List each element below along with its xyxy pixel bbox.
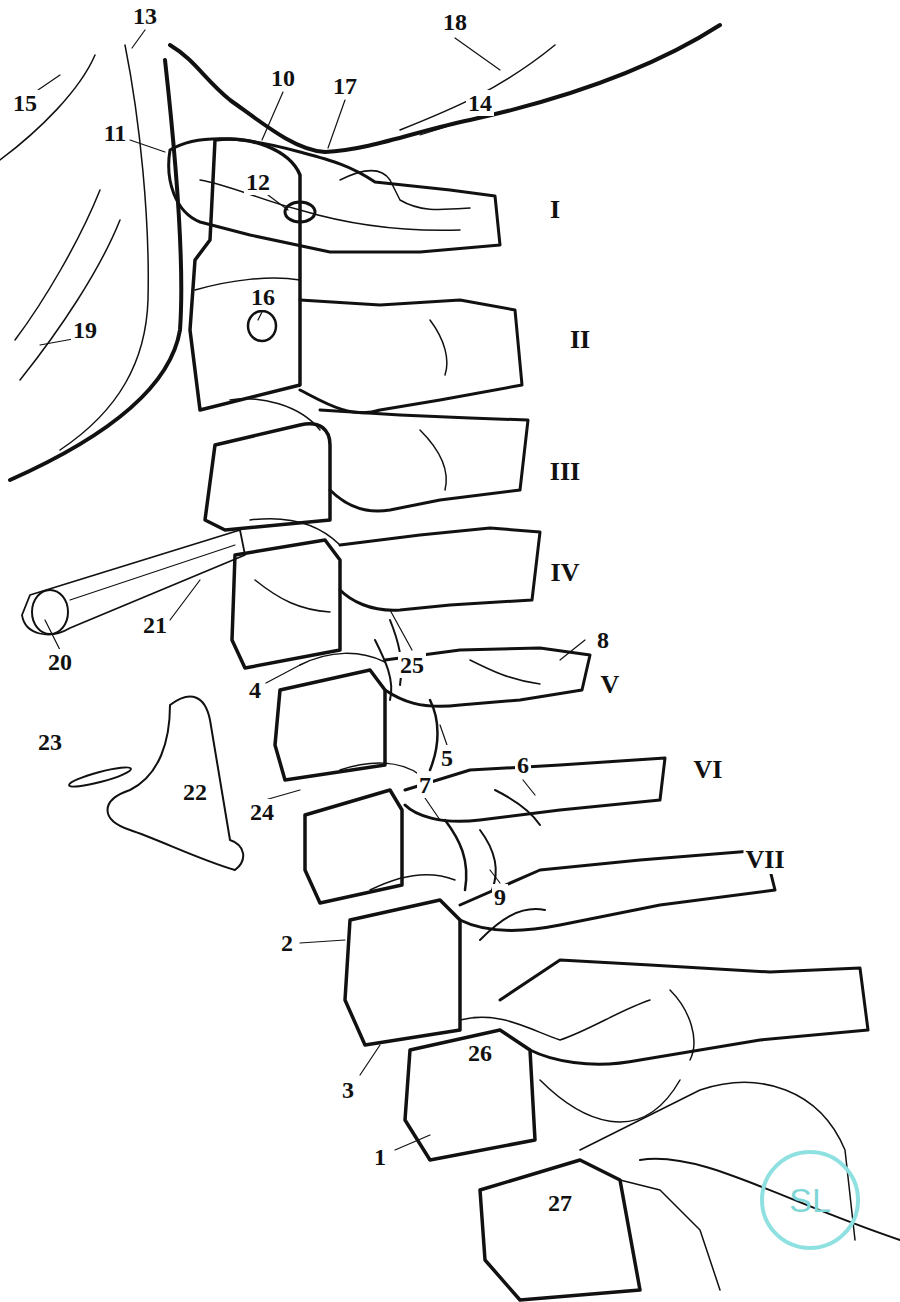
vertebra-numeral: III	[548, 458, 582, 486]
callout-number: 26	[466, 1040, 494, 1066]
callout-number: 18	[441, 9, 469, 35]
callout-number: 17	[331, 73, 359, 99]
callout-number: 6	[515, 752, 531, 778]
callout-number: 19	[71, 317, 99, 343]
callout-number: 5	[439, 745, 455, 771]
callout-number: 23	[36, 729, 64, 755]
callout-number: 3	[340, 1077, 356, 1103]
callout-number: 24	[248, 799, 276, 825]
callout-number: 11	[102, 120, 129, 146]
vertebra-numeral: IV	[549, 559, 582, 587]
callout-number: 22	[181, 779, 209, 805]
callout-number: 1	[372, 1144, 388, 1170]
callout-number: 10	[269, 65, 297, 91]
vertebra-numeral: I	[548, 196, 562, 224]
callout-number: 4	[247, 677, 263, 703]
watermark: SL	[787, 1182, 833, 1218]
callout-number: 20	[46, 649, 74, 675]
vertebra-numeral: II	[568, 326, 592, 354]
vertebra-numeral: VI	[692, 756, 725, 784]
vertebra-numeral: VII	[743, 846, 786, 874]
vertebra-numeral: V	[599, 671, 622, 699]
callout-number: 13	[131, 3, 159, 29]
callout-number: 25	[398, 652, 426, 678]
callout-number: 27	[546, 1190, 574, 1216]
callout-number: 14	[466, 90, 494, 116]
callout-number: 16	[249, 284, 277, 310]
callout-number: 21	[141, 612, 169, 638]
callout-number: 8	[595, 627, 611, 653]
callout-number: 7	[417, 772, 433, 798]
callout-number: 9	[492, 884, 508, 910]
callout-number: 2	[279, 930, 295, 956]
callout-number: 15	[11, 90, 39, 116]
callout-number: 12	[244, 169, 272, 195]
